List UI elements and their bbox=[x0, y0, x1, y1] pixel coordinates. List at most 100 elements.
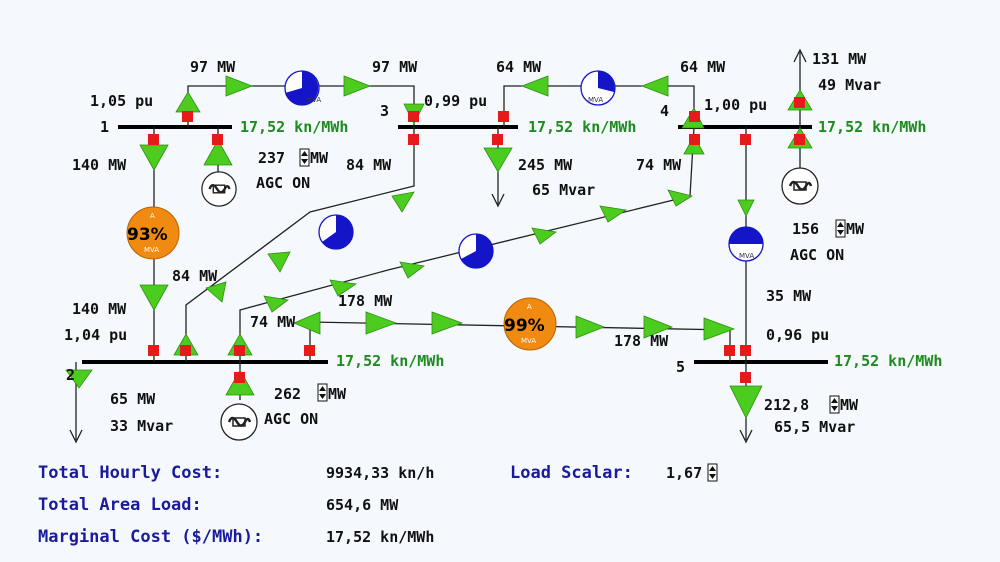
meter-percent: 99% bbox=[504, 316, 545, 336]
breaker[interactable] bbox=[689, 111, 700, 122]
total-area-load-label: Total Area Load: bbox=[38, 495, 202, 515]
flow-label: 84 MW bbox=[172, 267, 218, 285]
breaker[interactable] bbox=[740, 372, 751, 383]
flow-label: 35 MW bbox=[766, 287, 812, 305]
gen-2-unit: MW bbox=[328, 385, 347, 403]
marginal-cost-label: Marginal Cost ($/MWh): bbox=[38, 527, 263, 547]
breaker[interactable] bbox=[408, 111, 419, 122]
bus-1-price: 17,52 kn/MWh bbox=[240, 118, 348, 136]
breaker[interactable] bbox=[724, 345, 735, 356]
flow-arrow bbox=[203, 139, 233, 166]
flow-arrow bbox=[667, 189, 694, 207]
load-scalar-label: Load Scalar: bbox=[510, 463, 633, 483]
flow-arrow bbox=[175, 91, 201, 113]
breaker[interactable] bbox=[740, 134, 751, 145]
bus-2-price: 17,52 kn/MWh bbox=[336, 352, 444, 370]
breaker[interactable] bbox=[234, 372, 245, 383]
flow-arrow bbox=[729, 385, 763, 419]
line-2-4 bbox=[239, 126, 695, 362]
bus-5-price: 17,52 kn/MWh bbox=[834, 352, 942, 370]
gen-1-spinner-icon[interactable] bbox=[299, 148, 310, 167]
flow-arrow bbox=[399, 261, 425, 279]
gen-4-mw: 156 bbox=[792, 220, 819, 238]
gen-1-agc[interactable]: AGC ON bbox=[256, 174, 310, 192]
breaker[interactable] bbox=[304, 345, 315, 356]
gen-1-unit: MW bbox=[310, 149, 329, 167]
flow-arrow bbox=[599, 205, 628, 223]
flow-label: 178 MW bbox=[338, 292, 393, 310]
breaker[interactable] bbox=[498, 111, 509, 122]
breaker[interactable] bbox=[794, 97, 805, 108]
generator-1-icon[interactable] bbox=[200, 170, 238, 208]
gen-2-agc[interactable]: AGC ON bbox=[264, 410, 318, 428]
mva-meter-2-3 bbox=[318, 214, 354, 250]
gen-1-mw: 237 bbox=[258, 149, 285, 167]
breaker[interactable] bbox=[740, 345, 751, 356]
bus-4-voltage: 1,00 pu bbox=[704, 96, 767, 114]
gen-4-spinner-icon[interactable] bbox=[835, 219, 846, 238]
flow-arrow bbox=[139, 284, 169, 311]
flow-label: 97 MW bbox=[372, 58, 418, 76]
spinner-icons bbox=[299, 148, 846, 482]
mva-meter-1-2: A 93% MVA bbox=[126, 206, 180, 260]
flow-arrow bbox=[520, 75, 549, 97]
flow-arrow bbox=[643, 315, 674, 339]
flow-label: 64 MW bbox=[496, 58, 542, 76]
flow-arrow bbox=[531, 227, 557, 245]
flow-arrow bbox=[225, 75, 254, 97]
breaker[interactable] bbox=[234, 345, 245, 356]
breaker[interactable] bbox=[180, 345, 191, 356]
generator-2-icon[interactable] bbox=[219, 402, 259, 442]
flow-label: 97 MW bbox=[190, 58, 236, 76]
flow-label: 178 MW bbox=[614, 332, 669, 350]
total-hourly-cost-label: Total Hourly Cost: bbox=[38, 463, 222, 483]
mva-meter-3-4: MVA bbox=[580, 70, 616, 106]
load-scalar-value[interactable]: 1,67 bbox=[666, 464, 702, 482]
breaker[interactable] bbox=[182, 111, 193, 122]
load-5-spinner-icon[interactable] bbox=[829, 395, 840, 414]
flow-label: 140 MW bbox=[72, 156, 127, 174]
generator-4-icon[interactable] bbox=[780, 166, 820, 206]
load-3-mw: 245 MW bbox=[518, 156, 573, 174]
line-2-3 bbox=[185, 127, 415, 362]
flow-arrow bbox=[267, 251, 291, 273]
meter-unit: MVA bbox=[306, 96, 321, 104]
flow-arrow bbox=[483, 147, 513, 173]
total-hourly-cost-value: 9934,33 kn/h bbox=[326, 464, 434, 482]
flow-arrow bbox=[139, 144, 169, 171]
gen-4-top-mw: 131 MW bbox=[812, 50, 867, 68]
load-5-arrowhead bbox=[739, 429, 753, 444]
meter-percent: 93% bbox=[127, 225, 168, 245]
flow-arrow bbox=[391, 191, 415, 213]
meter-unit: MVA bbox=[144, 246, 159, 254]
bus-3-number: 3 bbox=[380, 102, 389, 120]
bus-4-number: 4 bbox=[660, 102, 669, 120]
breaker[interactable] bbox=[148, 134, 159, 145]
bus-5-voltage: 0,96 pu bbox=[766, 326, 829, 344]
gen-4-agc[interactable]: AGC ON bbox=[790, 246, 844, 264]
breaker[interactable] bbox=[492, 134, 503, 145]
breaker[interactable] bbox=[689, 134, 700, 145]
load-3-arrowhead bbox=[491, 193, 505, 208]
gen-2-spinner-icon[interactable] bbox=[317, 383, 328, 402]
bus-4-price: 17,52 kn/MWh bbox=[818, 118, 926, 136]
flow-label: 84 MW bbox=[346, 156, 392, 174]
load-scalar-spinner-icon[interactable] bbox=[707, 463, 718, 482]
flow-arrow bbox=[640, 75, 669, 97]
breaker[interactable] bbox=[212, 134, 223, 145]
breaker[interactable] bbox=[794, 134, 805, 145]
breaker[interactable] bbox=[408, 134, 419, 145]
bus-1-number: 1 bbox=[100, 118, 109, 136]
flow-arrow bbox=[575, 315, 606, 339]
gen-2-mw: 262 bbox=[274, 385, 301, 403]
flow-label: 74 MW bbox=[250, 313, 296, 331]
bus-3-price: 17,52 kn/MWh bbox=[528, 118, 636, 136]
flow-arrow bbox=[737, 199, 755, 217]
meter-unit: MVA bbox=[521, 337, 536, 345]
mva-meter-2-4 bbox=[458, 233, 494, 269]
breaker[interactable] bbox=[148, 345, 159, 356]
flow-arrow bbox=[205, 281, 227, 303]
mva-meter-2-5: A 99% MVA bbox=[503, 297, 557, 351]
flow-label: 140 MW bbox=[72, 300, 127, 318]
flow-arrow bbox=[65, 369, 93, 389]
